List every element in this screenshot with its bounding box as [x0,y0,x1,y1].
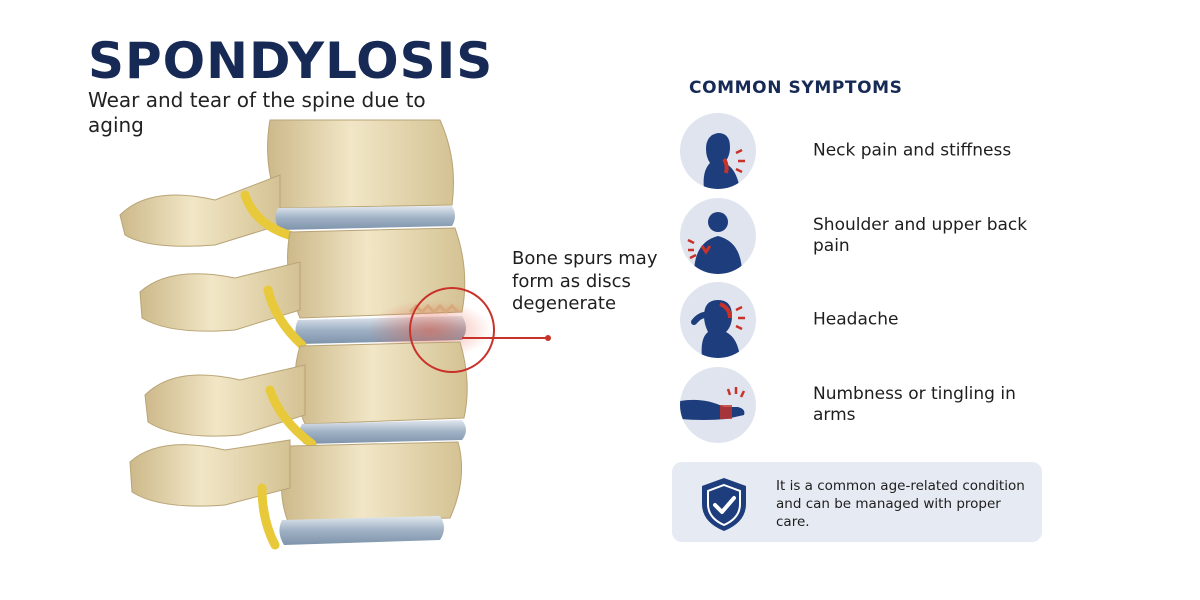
disc-3 [299,420,466,444]
symptom-label: Neck pain and stiffness [813,140,1012,161]
page-subtitle: Wear and tear of the spine due to aging [88,88,426,137]
page-title: SPONDYLOSIS [88,32,494,90]
headache-icon [680,282,756,358]
symptom-label: Headache [813,309,899,330]
arm-tingling-icon [680,367,756,443]
reassurance-note: It is a common age-related condition and… [672,462,1042,542]
spine-illustration [119,119,551,550]
symptom-label: Shoulder and upper back pain [813,215,1028,256]
vertebra-1 [119,119,454,247]
symptom-arm-tingling: Numbness or tingling in arms [680,367,1150,443]
symptom-headache: Headache [680,282,1150,358]
callout-circle [409,287,495,373]
disc-4 [279,516,444,545]
callout-dot [545,335,551,341]
symptom-neck-pain: Neck pain and stiffness [680,113,1150,189]
shield-check-icon [702,478,746,531]
shoulder-pain-icon [680,198,756,274]
nerve-2 [263,285,307,350]
vertebra-4 [129,439,463,523]
nerve-3 [265,385,317,449]
symptom-label: Numbness or tingling in arms [813,384,1016,425]
nerve-4 [257,483,280,550]
nerve-1 [240,190,297,241]
note-text: It is a common age-related condition and… [776,478,1025,530]
neck-pain-icon [680,113,756,189]
symptom-shoulder-pain: Shoulder and upper back pain [680,198,1150,274]
vertebra-2 [139,227,466,332]
bone-spurs-callout: Bone spurs may form as discs degenerate [512,248,658,314]
symptoms-heading: COMMON SYMPTOMS [689,78,903,98]
disc-1 [275,206,455,230]
